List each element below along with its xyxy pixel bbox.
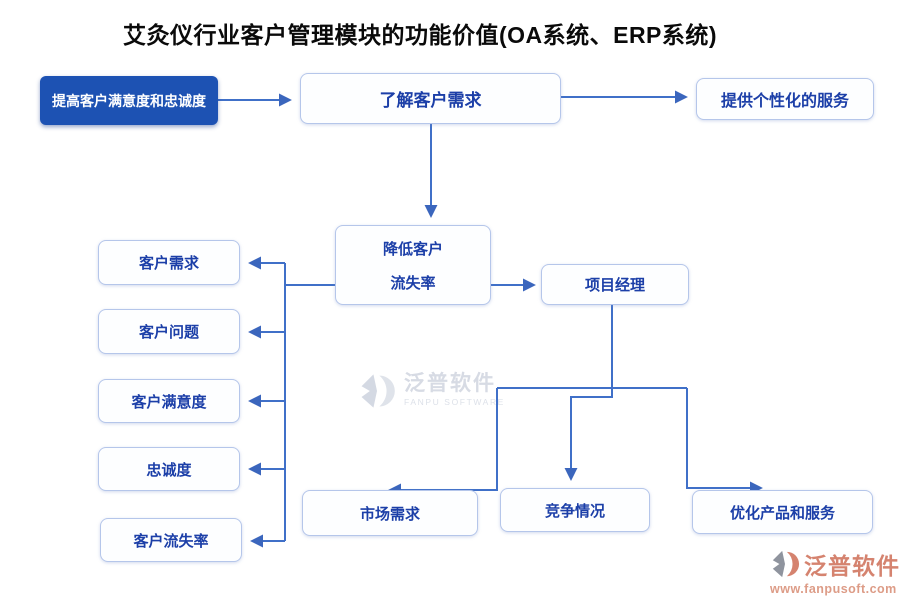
node-loyalty: 忠诚度 <box>98 447 240 491</box>
node-label: 客户需求 <box>138 255 199 272</box>
node-reduce-churn: 降低客户 流失率 <box>335 225 491 305</box>
node-customer-needs: 客户需求 <box>98 240 240 285</box>
fanpu-logo-icon-watermark <box>361 374 395 408</box>
node-label: 了解客户需求 <box>379 91 482 110</box>
node-customer-issues: 客户问题 <box>98 309 240 354</box>
node-label: 忠诚度 <box>146 461 192 479</box>
watermark-subtitle: FANPU SOFTWARE <box>404 397 505 408</box>
node-label-line2: 流失率 <box>390 274 436 292</box>
node-understand-needs: 了解客户需求 <box>300 73 561 124</box>
node-label-line1: 降低客户 <box>382 240 443 258</box>
arrow-to-competition <box>564 388 613 481</box>
node-label: 市场需求 <box>359 505 420 523</box>
node-improve-satisfaction: 提高客户满意度和忠诚度 <box>40 76 218 125</box>
node-label: 客户流失率 <box>133 532 209 550</box>
node-label: 项目经理 <box>584 277 645 294</box>
node-personalized-service: 提供个性化的服务 <box>696 78 874 120</box>
diagram-title: 艾灸仪行业客户管理模块的功能价值(OA系统、ERP系统) <box>122 22 718 48</box>
footer-url: www.fanpusoft.com <box>770 582 897 596</box>
node-label: 客户问题 <box>138 324 199 341</box>
node-project-manager: 项目经理 <box>541 264 689 305</box>
node-label: 提高客户满意度和忠诚度 <box>52 92 206 109</box>
footer-logo: 泛普软件 www.fanpusoft.com <box>770 547 900 596</box>
node-label: 优化产品和服务 <box>729 504 835 522</box>
fanpu-logo-icon <box>772 550 800 578</box>
node-label: 提供个性化的服务 <box>720 93 849 110</box>
node-label: 客户满意度 <box>131 393 207 411</box>
watermark-brand: 泛普软件 <box>404 372 496 395</box>
node-competition: 竞争情况 <box>500 488 650 532</box>
node-label: 竞争情况 <box>544 502 605 520</box>
node-market-demand: 市场需求 <box>302 490 478 536</box>
footer-brand-text: 泛普软件 <box>804 553 900 579</box>
watermark: 泛普软件 FANPU SOFTWARE <box>358 372 505 410</box>
node-churn-rate: 客户流失率 <box>100 518 242 562</box>
node-optimize-products: 优化产品和服务 <box>692 490 873 534</box>
arrow-to-optimize <box>686 388 763 495</box>
node-customer-satisfaction: 客户满意度 <box>98 379 240 423</box>
